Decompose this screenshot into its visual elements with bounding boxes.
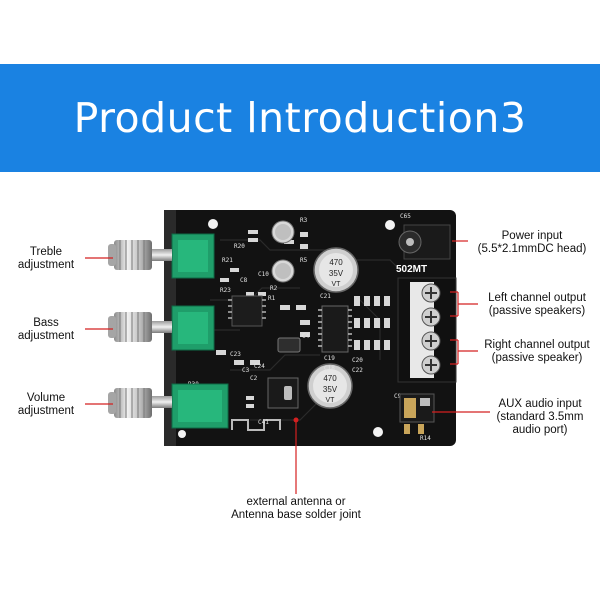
bass-potentiometer[interactable] (108, 305, 215, 351)
svg-text:C3: C3 (242, 367, 250, 374)
svg-text:C21: C21 (320, 293, 331, 300)
volume-potentiometer[interactable] (108, 383, 229, 429)
dc-power-jack[interactable] (398, 224, 451, 260)
svg-text:R3: R3 (300, 217, 308, 224)
svg-text:R20: R20 (234, 243, 245, 250)
svg-text:C9: C9 (394, 393, 402, 400)
svg-text:C23: C23 (230, 351, 241, 358)
svg-text:R1: R1 (268, 295, 276, 302)
svg-text:C22: C22 (352, 367, 363, 374)
svg-text:VT: VT (326, 397, 336, 404)
page-title: Product lntroduction3 (73, 94, 527, 142)
svg-text:VT: VT (332, 281, 342, 288)
aux-audio-jack[interactable] (399, 393, 435, 434)
bluetooth-module-ic (267, 377, 299, 409)
treble-label: Treble adjustment (17, 246, 75, 271)
antenna-label: external antenna or Antenna base solder … (231, 496, 361, 521)
svg-text:R5: R5 (300, 257, 308, 264)
inductor (277, 337, 301, 353)
svg-text:35V: 35V (323, 385, 338, 394)
svg-text:470: 470 (323, 374, 337, 383)
mounting-hole (385, 220, 395, 230)
mounting-hole (208, 219, 218, 229)
speaker-terminal-block[interactable] (397, 277, 457, 383)
power-input-label: Power input (5.5*2.1mmDC head) (477, 230, 587, 255)
small-capacitor (271, 220, 295, 283)
svg-text:C65: C65 (400, 213, 411, 220)
silkscreen-text: C65 R3 R5 C19 C20 C22 R1 C21 C9 R2 C4 R2… (188, 213, 431, 442)
svg-text:C8: C8 (240, 277, 248, 284)
mounting-hole (178, 430, 186, 438)
volume-label: Volume adjustment (17, 392, 75, 417)
mounting-hole (373, 427, 383, 437)
bass-label: Bass adjustment (17, 317, 75, 342)
svg-text:C4: C4 (302, 333, 310, 340)
aux-input-label: AUX audio input (standard 3.5mm audio po… (496, 398, 584, 436)
svg-text:C41: C41 (258, 419, 269, 426)
svg-text:R21: R21 (222, 257, 233, 264)
svg-text:C20: C20 (352, 357, 363, 364)
svg-text:470: 470 (329, 258, 343, 267)
left-channel-label: Left channel output (passive speakers) (488, 292, 586, 317)
treble-potentiometer[interactable] (108, 233, 215, 279)
callout-leaders (85, 240, 490, 494)
ic-chip (228, 295, 266, 327)
svg-text:C18: C18 (324, 365, 335, 372)
svg-text:C2: C2 (250, 375, 258, 382)
amplifier-ic (318, 305, 352, 353)
svg-text:R14: R14 (420, 435, 431, 442)
svg-text:C24: C24 (254, 363, 265, 370)
large-capacitor: 470 35V VT 470 35V VT (307, 247, 359, 409)
svg-text:C19: C19 (324, 355, 335, 362)
svg-text:35V: 35V (329, 269, 344, 278)
antenna-solder-point (293, 417, 299, 423)
svg-text:R2: R2 (270, 285, 278, 292)
antenna-trace (231, 419, 281, 431)
svg-text:R23: R23 (220, 287, 231, 294)
smd-components (216, 230, 390, 408)
right-channel-label: Right channel output (passive speaker) (484, 339, 590, 364)
svg-text:C10: C10 (258, 271, 269, 278)
title-banner: Product lntroduction3 (0, 64, 600, 172)
model-label: 502MT (396, 264, 427, 275)
